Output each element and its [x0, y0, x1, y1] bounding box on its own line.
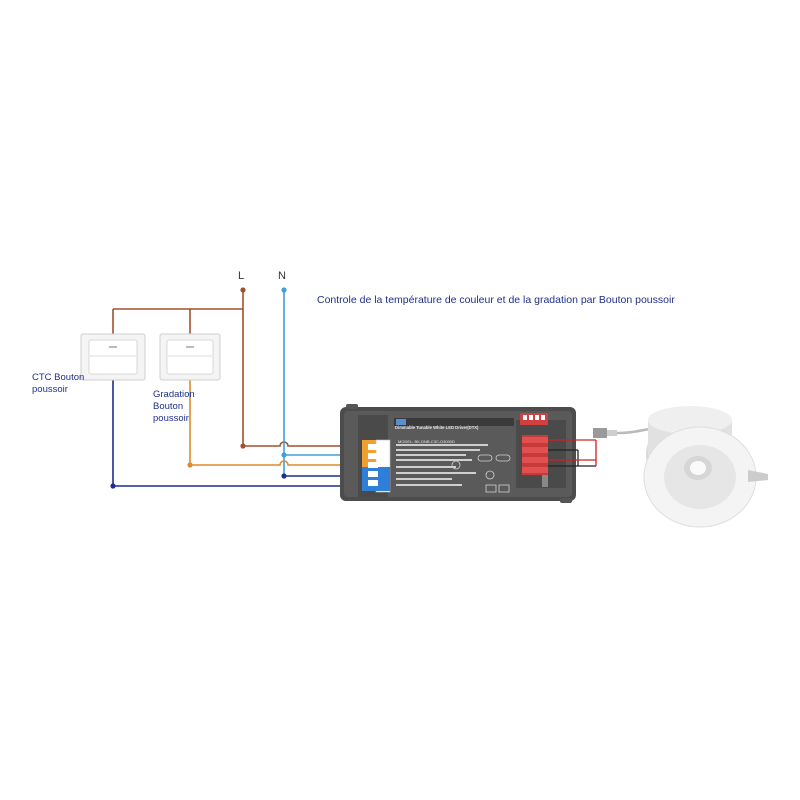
live-node-bottom [240, 443, 246, 449]
led-downlight [643, 406, 768, 528]
dim-label-line: Bouton [153, 401, 184, 412]
dim-button-label: Gradation Bouton poussoir [153, 389, 213, 425]
dim-push-button[interactable] [159, 333, 221, 381]
cct-button-label: CTC Bouton poussoir [32, 372, 102, 396]
output-connector [593, 428, 617, 438]
cct-label-line: CTC Bouton [32, 372, 85, 383]
dim-switched-wire [189, 376, 372, 466]
neutral-node-mid [281, 452, 287, 458]
dim-label-line: Gradation [153, 389, 195, 400]
live-terminal-label: L [238, 270, 245, 282]
dim-label-line: poussoir [153, 413, 189, 424]
neutral-node-top [281, 287, 287, 293]
live-node-top [240, 287, 246, 293]
driver-title: Dimmable Tunable White LED Driver(DTX) [395, 425, 479, 430]
common-node-left [110, 483, 116, 489]
cct-push-button[interactable] [80, 333, 146, 381]
output-wires [548, 439, 597, 467]
led-driver [340, 404, 576, 503]
live-wire [112, 290, 372, 447]
dim-node [187, 462, 193, 468]
diagram-title: Controle de la température de couleur et… [317, 294, 675, 306]
neutral-terminal-label: N [278, 270, 286, 282]
common-node-mid [281, 473, 287, 479]
driver-model: MODEL: BK-DNB-C3C-D3000D [398, 439, 455, 444]
cct-label-line: poussoir [32, 384, 68, 395]
